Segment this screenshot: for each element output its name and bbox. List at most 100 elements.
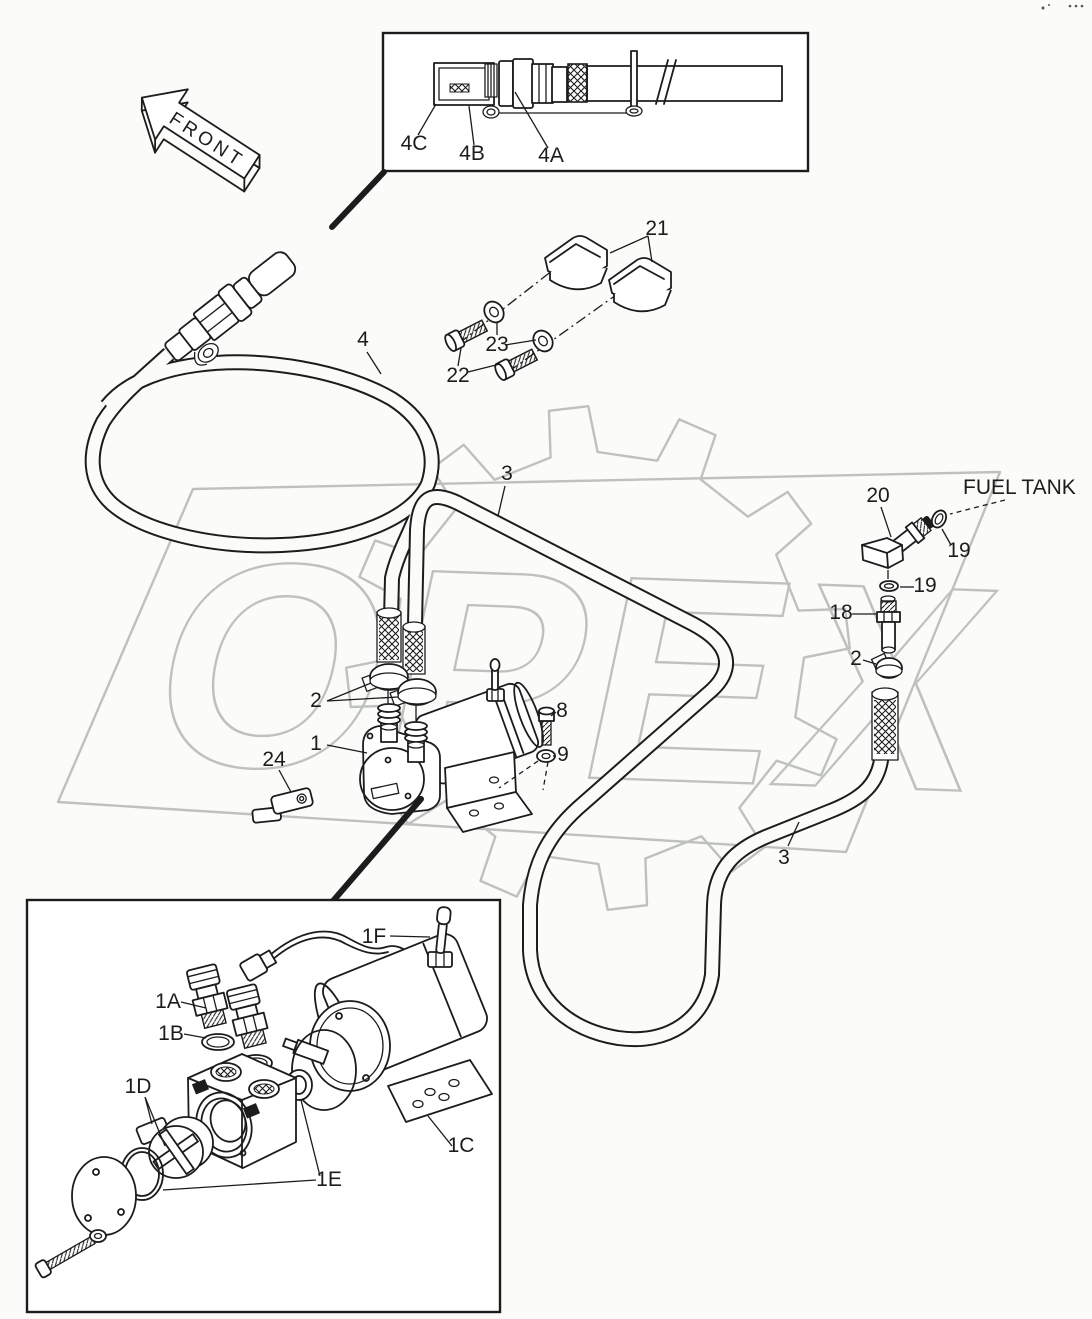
washer-23b [532,329,554,353]
leader-1a [180,1001,207,1009]
leader-3-top [497,485,506,517]
hose-clamp-2-right [870,652,903,679]
pump-detail-inset [25,898,502,1314]
leader-20 [880,506,892,538]
part-label-8: 8 [556,699,568,722]
bolt-8 [538,706,555,746]
leader-8 [550,711,557,717]
part-label-4a: 4A [538,144,564,167]
fuel-tank-fitting-group [852,499,1006,679]
leader-1c [427,1115,453,1147]
o-ring-19a [930,509,948,529]
motor-shaft [282,1037,330,1065]
bracket-1c [387,1059,493,1123]
pump-head-block [187,1053,297,1169]
part-label-4b: 4B [459,142,485,165]
part-label-3: 3 [778,846,790,869]
leader-1e [162,1099,321,1191]
leader-22 [457,347,501,373]
corner-specks [1041,4,1084,10]
part-label-1d: 1D [125,1075,152,1098]
leader-1 [326,744,368,754]
leader-19a [941,528,952,546]
hose-end-stub [871,687,899,761]
sensor-detail-inset [381,31,810,173]
part-label-23: 23 [485,333,508,356]
sender-tube [586,65,783,102]
cotter-pin [630,50,638,109]
hose-3 [406,489,892,1048]
part-label-22: 22 [446,364,469,387]
fitting-1a [186,963,229,1030]
part-label-3: 3 [501,462,513,485]
detail-pointer-line [329,169,387,230]
connector-ring [512,58,534,109]
leader-fuel-tank [949,499,1006,515]
part-label-1c: 1C [448,1134,475,1157]
leader-2-main [326,682,399,702]
leader-1d [144,1096,166,1147]
sender-thread [484,63,498,98]
end-cover [71,1156,137,1236]
hoses [84,348,899,1048]
leader-4 [366,351,382,375]
hose-end-stub [402,621,426,675]
mounting-clips-group [444,235,672,381]
leader-1f [389,935,431,938]
leader-21 [609,235,653,263]
washer-9 [536,749,556,763]
part-label-24: 24 [262,748,286,771]
washer-23a [483,300,505,324]
fuel-pump-assembly [251,658,557,833]
mounting-bracket [444,751,533,833]
o-ring-1b [201,1033,235,1051]
part-label-21: 21 [645,217,668,240]
part-label-9: 9 [557,743,569,766]
part-label-2: 2 [310,689,322,712]
part-label-1f: 1F [362,925,387,948]
o-ring-19b [879,580,899,592]
key-tag-24 [251,787,314,824]
hose-end-stub [376,607,402,663]
part-label-4: 4 [357,328,369,351]
connector-cap [248,251,297,297]
wire-connector [239,949,278,982]
leader-3-bottom [787,821,800,847]
part-label-1b: 1B [158,1022,184,1045]
hose-clamp-2b [389,678,437,707]
bolt-22b [494,348,539,381]
cover-screw [34,1235,96,1279]
toggle-switch-1f [427,906,453,968]
leader-24 [278,769,292,793]
outlet-port [404,721,428,763]
sensor-connector [164,251,297,366]
part-label-4c: 4C [401,132,428,155]
part-label-19: 19 [947,539,970,562]
leader-2-right [862,659,877,665]
hex-nut [531,63,554,104]
part-label-20: 20 [866,484,889,507]
fitting-1a2 [226,983,269,1050]
hose-clamp-2a [361,663,409,692]
bolt-22a [444,319,489,352]
diaphragm-ring [291,1029,357,1111]
inlet-port [377,703,401,743]
fitting-18 [876,595,901,654]
part-label-2: 2 [850,647,862,670]
gear-icon [345,405,851,911]
part-label-18: 18 [829,601,852,624]
watermark-parallelogram [56,470,1002,854]
leader-1b [183,1033,207,1039]
part-label-1e: 1E [316,1168,342,1191]
part-label-fuel-tank: FUEL TANK [963,476,1076,499]
part-label-1a: 1A [155,990,181,1013]
front-arrow: FRONT [140,88,261,193]
screw-washer [89,1229,107,1243]
part-label-1: 1 [310,732,322,755]
leader-23 [496,322,537,346]
part-label-19: 19 [913,574,936,597]
clip-21a [544,235,608,291]
detail-pointer-line [330,796,424,904]
